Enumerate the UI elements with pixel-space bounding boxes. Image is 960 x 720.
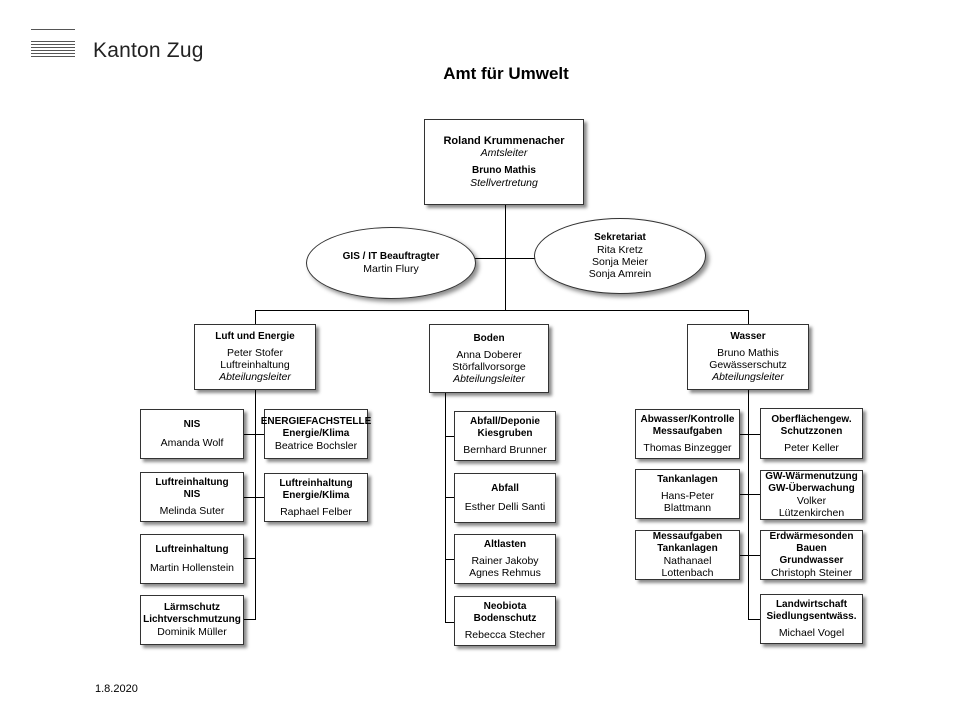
unit-person: Rebecca Stecher: [464, 629, 546, 641]
unit-person: Nathanael: [663, 555, 712, 567]
unit-title: Abwasser/Kontrolle: [640, 414, 735, 425]
unit-title: Messaufgaben: [652, 426, 723, 437]
unit-title: Kiesgruben: [477, 428, 533, 439]
dept-boden: Boden Anna Doberer Störfallvorsorge Abte…: [429, 324, 549, 393]
dept-role: Abteilungsleiter: [453, 372, 525, 385]
unit-luftreinhaltung: Luftreinhaltung Martin Hollenstein: [140, 534, 244, 584]
footer-date: 1.8.2020: [95, 683, 138, 695]
sekretariat-title: Sekretariat: [594, 232, 646, 243]
dept-luft-energie: Luft und Energie Peter Stofer Luftreinha…: [194, 324, 316, 390]
dept-sub: Störfallvorsorge: [452, 360, 526, 373]
deputy-role: Stellvertretung: [470, 177, 538, 189]
unit-laermschutz: Lärmschutz Lichtverschmutzung Dominik Mü…: [140, 595, 244, 645]
unit-tankanlagen: Tankanlagen Hans-Peter Blattmann: [635, 469, 740, 519]
unit-title: ENERGIEFACHSTELLE: [260, 416, 372, 427]
unit-altlasten: Altlasten Rainer Jakoby Agnes Rehmus: [454, 534, 556, 584]
unit-energiefachstelle: ENERGIEFACHSTELLE Energie/Klima Beatrice…: [261, 409, 371, 459]
unit-person: Agnes Rehmus: [469, 567, 541, 579]
unit-person: Beatrice Bochsler: [274, 440, 358, 452]
sekretariat-person: Sonja Amrein: [588, 268, 652, 280]
dept-role: Abteilungsleiter: [219, 371, 291, 383]
deputy-name: Bruno Mathis: [472, 165, 536, 176]
unit-person: Raphael Felber: [280, 505, 352, 518]
unit-title: Schutzzonen: [780, 425, 843, 437]
unit-title: Energie/Klima: [282, 428, 350, 439]
unit-person: Esther Delli Santi: [464, 501, 546, 513]
unit-abfall: Abfall Esther Delli Santi: [454, 473, 556, 523]
unit-title: Lärmschutz: [163, 602, 221, 613]
unit-neobiota: Neobiota Bodenschutz Rebecca Stecher: [454, 596, 556, 646]
unit-abfall-deponie: Abfall/Deponie Kiesgruben Bernhard Brunn…: [454, 411, 556, 461]
unit-person: Rainer Jakoby: [471, 555, 539, 567]
unit-nis: NIS Amanda Wolf: [140, 409, 244, 459]
unit-title: Abfall/Deponie: [469, 416, 540, 427]
unit-luftreinhaltung-energie: Luftreinhaltung Energie/Klima Raphael Fe…: [264, 473, 368, 522]
unit-person: Peter Keller: [784, 441, 839, 454]
unit-person: Volker Lützenkirchen: [778, 495, 845, 519]
sekretariat-oval: Sekretariat Rita Kretz Sonja Meier Sonja…: [534, 218, 706, 294]
unit-person: Christoph Steiner: [770, 567, 853, 579]
unit-title: Altlasten: [483, 539, 527, 550]
unit-person: Blattmann: [663, 502, 712, 514]
unit-title: Lichtverschmutzung: [143, 614, 241, 625]
amtsleiter-role: Amtsleiter: [480, 147, 528, 159]
unit-person: Lottenbach: [661, 567, 714, 579]
gis-person: Martin Flury: [363, 263, 419, 275]
unit-title: Abfall: [491, 483, 519, 494]
dept-person: Peter Stofer: [226, 347, 284, 359]
unit-person: Bernhard Brunner: [463, 444, 547, 456]
unit-person: Dominik Müller: [157, 626, 227, 638]
unit-landwirtschaft: Landwirtschaft Siedlungsentwäss. Michael…: [760, 594, 863, 644]
unit-gw-waermenutzung: GW-Wärmenutzung GW-Überwachung Volker Lü…: [760, 470, 863, 520]
unit-title: NIS: [183, 419, 201, 430]
unit-title: Luftreinhaltung: [279, 477, 353, 489]
unit-title: NIS: [183, 489, 201, 500]
unit-person: Hans-Peter: [660, 490, 715, 502]
unit-title: GW-Wärmenutzung: [765, 471, 858, 482]
dept-person: Anna Doberer: [456, 348, 522, 361]
unit-person: Thomas Binzegger: [643, 442, 732, 454]
dept-title: Boden: [473, 332, 505, 344]
unit-person: Michael Vogel: [778, 627, 845, 639]
sekretariat-person: Sonja Meier: [591, 256, 649, 268]
unit-title: Energie/Klima: [282, 489, 350, 501]
kanton-zug-logo-icon: [31, 29, 75, 59]
dept-sub: Gewässerschutz: [709, 359, 787, 371]
unit-title: Bauen Grundwasser: [779, 543, 844, 566]
sekretariat-person: Rita Kretz: [596, 244, 644, 256]
amtsleiter-name: Roland Krummenacher: [443, 135, 565, 147]
dept-title: Wasser: [730, 331, 766, 342]
unit-abwasser: Abwasser/Kontrolle Messaufgaben Thomas B…: [635, 409, 740, 459]
unit-title: Tankanlagen: [657, 474, 718, 485]
unit-luftreinhaltung-nis: Luftreinhaltung NIS Melinda Suter: [140, 472, 244, 522]
org-name: Kanton Zug: [93, 39, 204, 62]
dept-title: Luft und Energie: [215, 331, 295, 342]
dept-role: Abteilungsleiter: [712, 371, 784, 383]
unit-title: Luftreinhaltung: [155, 544, 229, 555]
unit-person: Martin Hollenstein: [149, 562, 235, 574]
unit-title: Neobiota: [483, 601, 527, 612]
unit-title: Tankanlagen: [657, 543, 718, 554]
gis-oval: GIS / IT Beauftragter Martin Flury: [306, 227, 476, 299]
dept-person: Bruno Mathis: [717, 347, 779, 359]
unit-title: Oberflächengew.: [771, 413, 852, 425]
unit-title: GW-Überwachung: [768, 483, 855, 494]
unit-title: Luftreinhaltung: [155, 477, 229, 488]
unit-person: Amanda Wolf: [160, 437, 224, 449]
unit-title: Messaufgaben: [652, 531, 723, 542]
gis-title: GIS / IT Beauftragter: [342, 251, 440, 262]
unit-title: Bodenschutz: [473, 613, 537, 624]
unit-person: Melinda Suter: [159, 505, 225, 517]
dept-wasser: Wasser Bruno Mathis Gewässerschutz Abtei…: [687, 324, 809, 390]
page-title: Amt für Umwelt: [443, 64, 569, 83]
unit-erdwaermesonden: Erdwärmesonden Bauen Grundwasser Christo…: [760, 530, 863, 580]
dept-sub: Luftreinhaltung: [220, 359, 290, 371]
amtsleiter-box: Roland Krummenacher Amtsleiter Bruno Mat…: [424, 119, 584, 205]
unit-title: Siedlungsentwäss.: [766, 611, 857, 622]
unit-title: Erdwärmesonden: [769, 531, 854, 542]
unit-oberflaechengewaesser: Oberflächengew. Schutzzonen Peter Keller: [760, 408, 863, 459]
unit-title: Landwirtschaft: [775, 599, 848, 610]
unit-messaufgaben-tankanlagen: Messaufgaben Tankanlagen Nathanael Lotte…: [635, 530, 740, 580]
